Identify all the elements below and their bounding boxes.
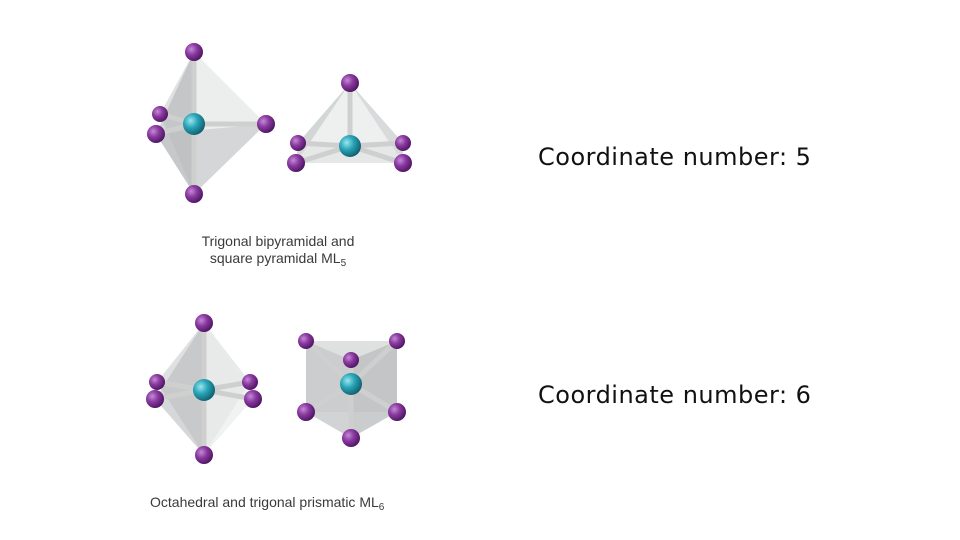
top-caption-subscript: 5 xyxy=(340,258,347,269)
coordinate-number-6-label: Coordinate number: 6 xyxy=(538,381,812,409)
octahedral-molecule xyxy=(146,314,262,464)
bottom-caption-subscript: 6 xyxy=(378,502,385,513)
polyhedron-faces xyxy=(155,323,253,455)
top-caption-line2-text: square pyramidal ML xyxy=(209,250,341,266)
square-pyramidal-molecule xyxy=(287,74,412,172)
trigonal-bipyramidal-molecule xyxy=(147,43,275,203)
bottom-caption-text: Octahedral and trigonal prismatic ML xyxy=(150,494,379,510)
trigonal-prismatic-molecule xyxy=(297,333,406,447)
top-caption-line2: square pyramidal ML5 xyxy=(178,250,378,269)
top-caption-line1: Trigonal bipyramidal and xyxy=(201,233,355,249)
coordinate-number-5-label: Coordinate number: 5 xyxy=(538,143,812,171)
bottom-caption: Octahedral and trigonal prismatic ML6 xyxy=(150,494,400,513)
top-caption: Trigonal bipyramidal and square pyramida… xyxy=(178,233,378,269)
